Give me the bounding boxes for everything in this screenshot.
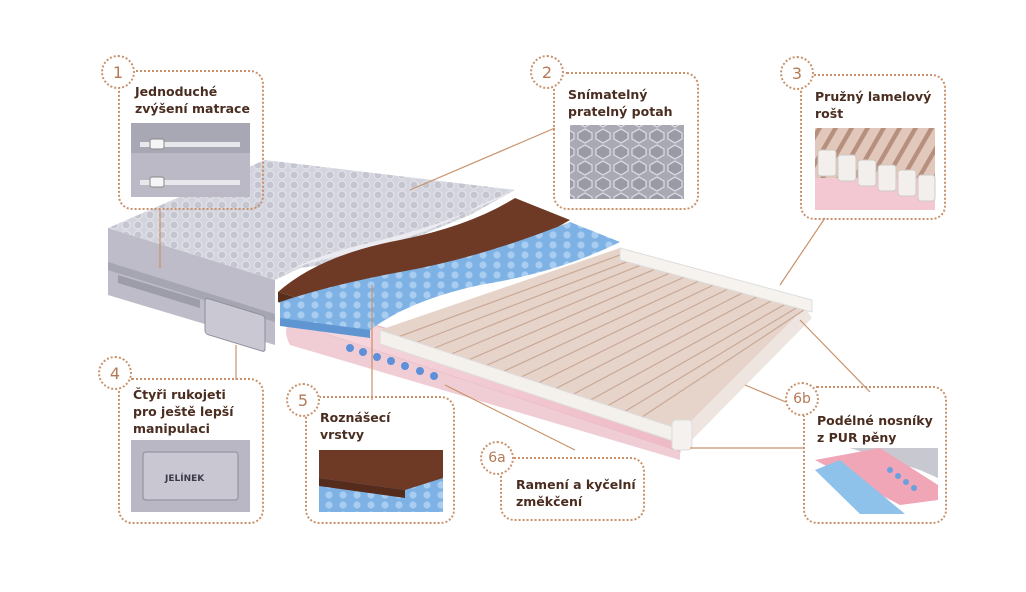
callout-badge-1: 1 [101, 55, 135, 89]
callout-badge-2: 2 [530, 55, 564, 89]
callout-label-2: Snímatelný pratelný potah [568, 87, 673, 119]
slat-bed [380, 248, 812, 430]
thumb-cover [570, 125, 684, 199]
callout-badge-3: 3 [780, 56, 814, 90]
callout-6a [500, 457, 645, 521]
thumb-layers [319, 450, 443, 512]
callout-badge-6a: 6a [480, 441, 514, 475]
callout-badge-4: 4 [98, 356, 132, 390]
callout-label-4: Čtyři rukojeti pro ještě lepší manipulac… [133, 387, 234, 436]
thumb-zipper [131, 123, 250, 197]
svg-text:JELÍNEK: JELÍNEK [164, 472, 205, 484]
callout-5 [305, 396, 455, 524]
callout-label-5: Roznášecí vrstvy [320, 410, 391, 442]
callout-1 [118, 70, 264, 210]
callout-3 [800, 74, 946, 220]
zone-markers [346, 344, 438, 380]
thumb-beams [815, 448, 938, 514]
handle [204, 297, 266, 352]
thumb-handle: JELÍNEK [131, 440, 250, 512]
callout-4 [118, 378, 264, 524]
callout-label-3: Pružný lamelový rošt [815, 89, 932, 121]
callout-badge-5: 5 [286, 383, 320, 417]
latex-layer [278, 198, 570, 308]
slats [397, 251, 811, 422]
thumb-slats [815, 128, 936, 210]
callout-label-6a: Ramení a kyčelní změkčení [516, 477, 636, 509]
callout-label-6b: Podélné nosníky z PUR pěny [817, 413, 933, 445]
callout-label-1: Jednoduché zvýšení matrace [135, 84, 250, 116]
callout-6b [803, 386, 947, 524]
blue-foam-layer [280, 222, 620, 330]
callout-2 [553, 72, 699, 210]
connector-lines [159, 127, 871, 451]
callout-badge-6b: 6b [785, 382, 819, 416]
